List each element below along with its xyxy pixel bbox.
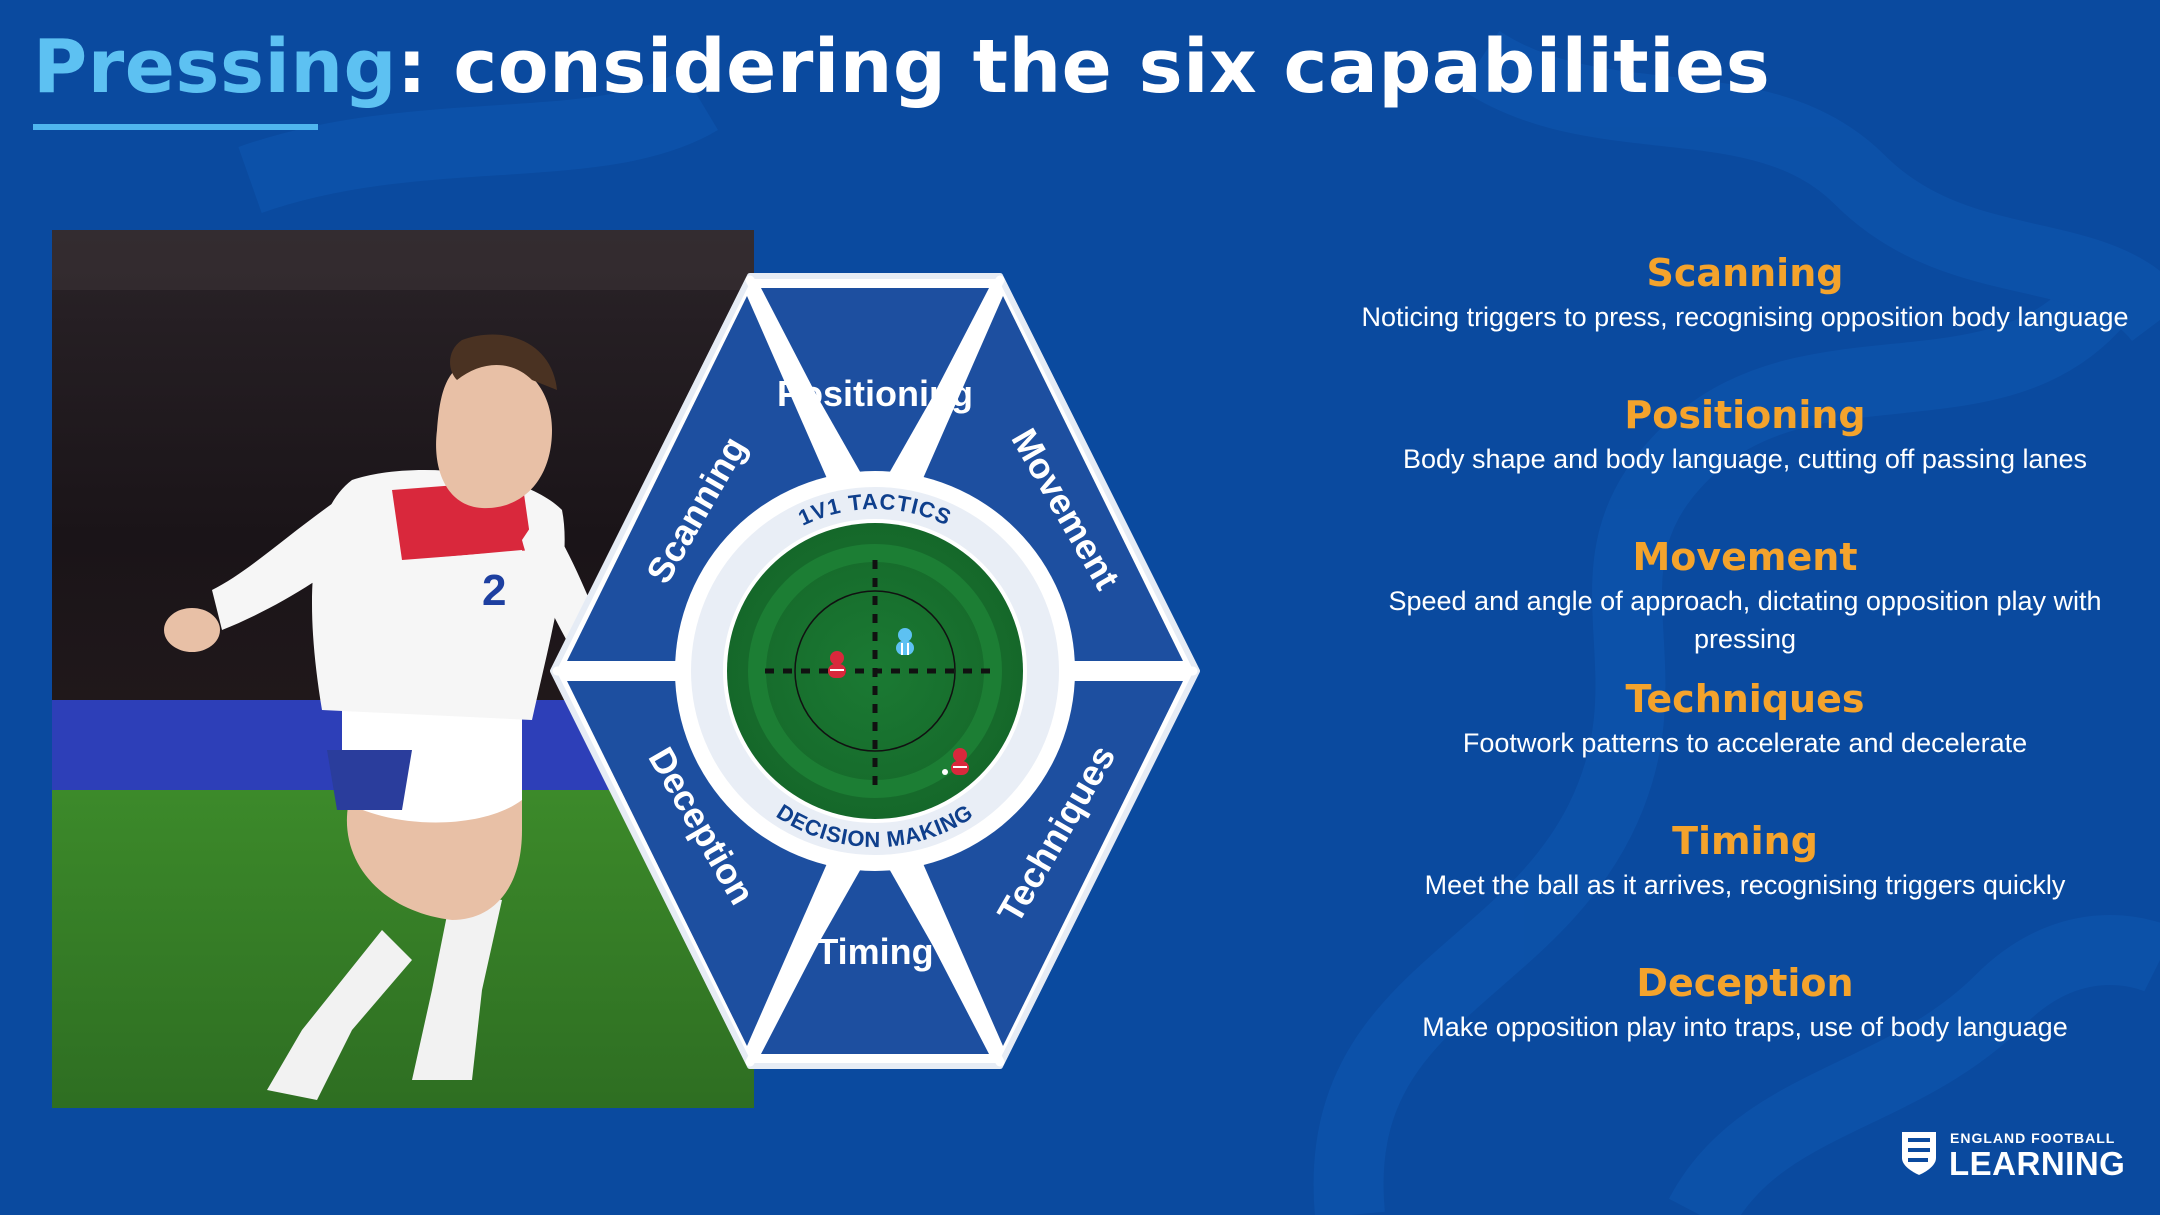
- capability-title: Timing: [1672, 819, 1818, 863]
- segment-label-positioning: Positioning: [777, 373, 973, 414]
- capability-description: Noticing triggers to press, recognising …: [1361, 302, 2129, 332]
- capability-title: Deception: [1636, 961, 1854, 1005]
- capability-title: Movement: [1632, 535, 1858, 579]
- second-defender-marker: [942, 748, 969, 775]
- capability-title: Scanning: [1646, 251, 1844, 295]
- page-title: Pressing: considering the six capabiliti…: [33, 24, 1770, 110]
- capability-title: Techniques: [1625, 677, 1865, 721]
- capability-techniques: Techniques Footwork patterns to accelera…: [1340, 676, 2150, 818]
- segment-timing: [761, 844, 989, 1054]
- capability-description: Make opposition play into traps, use of …: [1422, 1012, 2068, 1042]
- segment-positioning: [761, 288, 989, 498]
- capability-scanning: Scanning Noticing triggers to press, rec…: [1340, 250, 2150, 392]
- title-accent: Pressing: [33, 24, 398, 110]
- title-rest: : considering the six capabilities: [397, 24, 1771, 110]
- svg-text:2: 2: [482, 566, 506, 615]
- capability-timing: Timing Meet the ball as it arrives, reco…: [1340, 818, 2150, 960]
- capability-description: Meet the ball as it arrives, recognising…: [1424, 870, 2066, 900]
- logo-text-top: ENGLAND FOOTBALL: [1950, 1130, 2116, 1146]
- logo-text-bottom: LEARNING: [1949, 1145, 2126, 1182]
- capability-positioning: Positioning Body shape and body language…: [1340, 392, 2150, 534]
- title-underline: [33, 124, 318, 130]
- defender-marker: [828, 651, 846, 678]
- capability-hexagon: 1V1 TACTICS DECISION MAKING Positioning …: [455, 270, 1375, 1080]
- capability-movement: Movement Speed and angle of approach, di…: [1340, 534, 2150, 676]
- capability-description: Speed and angle of approach, dictating o…: [1388, 586, 2102, 654]
- capability-description: Footwork patterns to accelerate and dece…: [1462, 728, 2028, 758]
- segment-label-timing: Timing: [816, 931, 933, 972]
- capability-deception: Deception Make opposition play into trap…: [1340, 960, 2150, 1102]
- capability-description: Body shape and body language, cutting of…: [1402, 444, 2088, 474]
- capability-title: Positioning: [1624, 393, 1866, 437]
- attacker-marker: [896, 628, 914, 655]
- lion-crest-icon: [1902, 1132, 1936, 1175]
- capability-list: Scanning Noticing triggers to press, rec…: [1340, 250, 2150, 1102]
- england-football-learning-logo: ENGLAND FOOTBALL LEARNING: [1900, 1128, 2125, 1182]
